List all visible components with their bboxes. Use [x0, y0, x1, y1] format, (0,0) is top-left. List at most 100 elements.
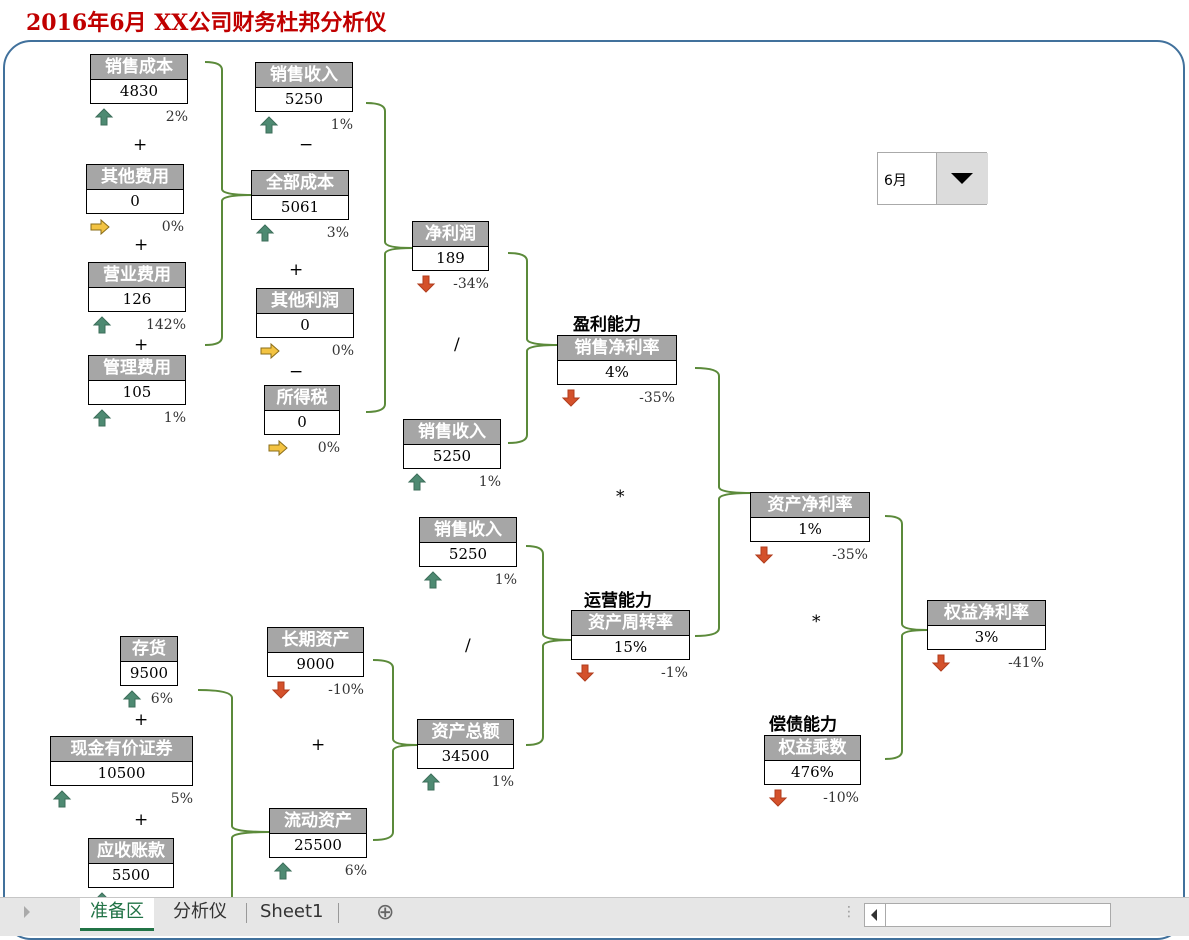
metric-value: 0	[130, 192, 140, 210]
metric-value: 25500	[294, 836, 342, 854]
metric-label: 营业费用	[89, 263, 185, 288]
change-percent: 0%	[161, 219, 184, 235]
arrow-down-icon	[416, 275, 436, 293]
plus-operator: +	[133, 135, 148, 155]
metric-label: 资产净利率	[751, 493, 869, 518]
add-sheet-icon[interactable]: ⊕	[376, 900, 395, 925]
metric-label: 销售收入	[256, 63, 352, 88]
month-dropdown[interactable]: 6月	[877, 152, 988, 205]
arrow-up-icon	[407, 473, 427, 491]
metric-label: 流动资产	[270, 809, 366, 834]
metric-box: 销售成本 4830	[90, 54, 188, 104]
arrow-up-icon	[122, 690, 142, 708]
change-percent: 1%	[494, 572, 517, 588]
metric-label: 应收账款	[89, 839, 173, 864]
arrow-up-icon	[259, 116, 279, 134]
arrow-right-icon	[260, 342, 280, 360]
change-percent: 1%	[330, 117, 353, 133]
minus-operator: −	[299, 135, 314, 155]
multiply-operator: *	[616, 487, 625, 507]
bracket	[204, 61, 252, 346]
change-percent: -34%	[453, 276, 489, 292]
change-percent: -10%	[328, 682, 364, 698]
arrow-up-icon	[92, 409, 112, 427]
change-percent: 3%	[326, 225, 349, 241]
bracket	[507, 252, 558, 444]
metric-label: 销售收入	[404, 420, 500, 445]
metric-label: 其他利润	[257, 289, 353, 314]
metric-value: 4%	[605, 363, 629, 381]
metric-label: 权益乘数	[765, 736, 860, 761]
sheet-tab-bar: 准备区 分析仪 Sheet1 ⊕ ⋮	[0, 897, 1189, 936]
change-percent: 2%	[165, 109, 188, 125]
metric-value: 3%	[974, 628, 999, 646]
bracket	[694, 367, 751, 637]
metric-box: 其他利润 0	[256, 288, 354, 338]
horizontal-scrollbar[interactable]	[864, 903, 1111, 927]
metric-label: 存货	[121, 637, 177, 662]
divide-operator: /	[454, 335, 460, 355]
metric-box: 应收账款 5500	[88, 838, 174, 888]
metric-value: 0	[300, 316, 310, 334]
metric-label: 长期资产	[268, 628, 363, 653]
plus-operator: +	[289, 260, 304, 280]
metric-label: 净利润	[413, 222, 488, 247]
multiply-operator: *	[812, 612, 821, 632]
plus-operator: +	[134, 710, 149, 730]
caption-operation: 运营能力	[584, 591, 652, 611]
tab-sheet1[interactable]: Sheet1	[260, 901, 324, 922]
scroll-left-icon[interactable]	[871, 909, 877, 921]
arrow-down-icon	[931, 654, 951, 672]
arrow-down-icon	[561, 389, 581, 407]
scroll-tabs-icon[interactable]	[24, 906, 30, 918]
month-dropdown-value: 6月	[884, 173, 907, 189]
change-percent: 0%	[317, 440, 340, 456]
change-percent: 0%	[331, 343, 354, 359]
arrow-up-icon	[421, 773, 441, 791]
arrow-up-icon	[255, 224, 275, 242]
change-percent: -10%	[823, 790, 859, 806]
arrow-down-icon	[575, 664, 595, 682]
arrow-up-icon	[52, 790, 72, 808]
metric-label: 全部成本	[252, 171, 348, 196]
plus-operator: +	[134, 235, 149, 255]
metric-value: 4830	[119, 82, 159, 100]
change-percent: -41%	[1008, 655, 1044, 671]
metric-label: 销售成本	[91, 55, 187, 80]
metric-value: 5500	[111, 866, 151, 884]
bracket	[525, 545, 572, 746]
arrow-right-icon	[90, 218, 110, 236]
bracket	[884, 515, 928, 760]
metric-label: 资产总额	[418, 720, 513, 745]
tab-prep[interactable]: 准备区	[80, 898, 154, 931]
tab-analyzer[interactable]: 分析仪	[173, 901, 227, 922]
metric-label: 现金有价证券	[51, 737, 192, 762]
caption-solvency: 偿债能力	[769, 715, 837, 735]
change-percent: 5%	[170, 791, 193, 807]
arrow-right-icon	[268, 439, 288, 457]
plus-operator: +	[134, 810, 149, 830]
bracket	[365, 102, 413, 413]
metric-label: 管理费用	[89, 356, 185, 381]
arrow-down-icon	[754, 546, 774, 564]
plus-operator: +	[311, 735, 326, 755]
chevron-down-icon[interactable]	[936, 153, 988, 204]
metric-value: 9500	[129, 664, 169, 682]
bracket	[372, 659, 418, 841]
metric-value: 10500	[97, 764, 146, 782]
metric-label: 销售收入	[420, 518, 516, 543]
change-percent: 1%	[163, 410, 186, 426]
